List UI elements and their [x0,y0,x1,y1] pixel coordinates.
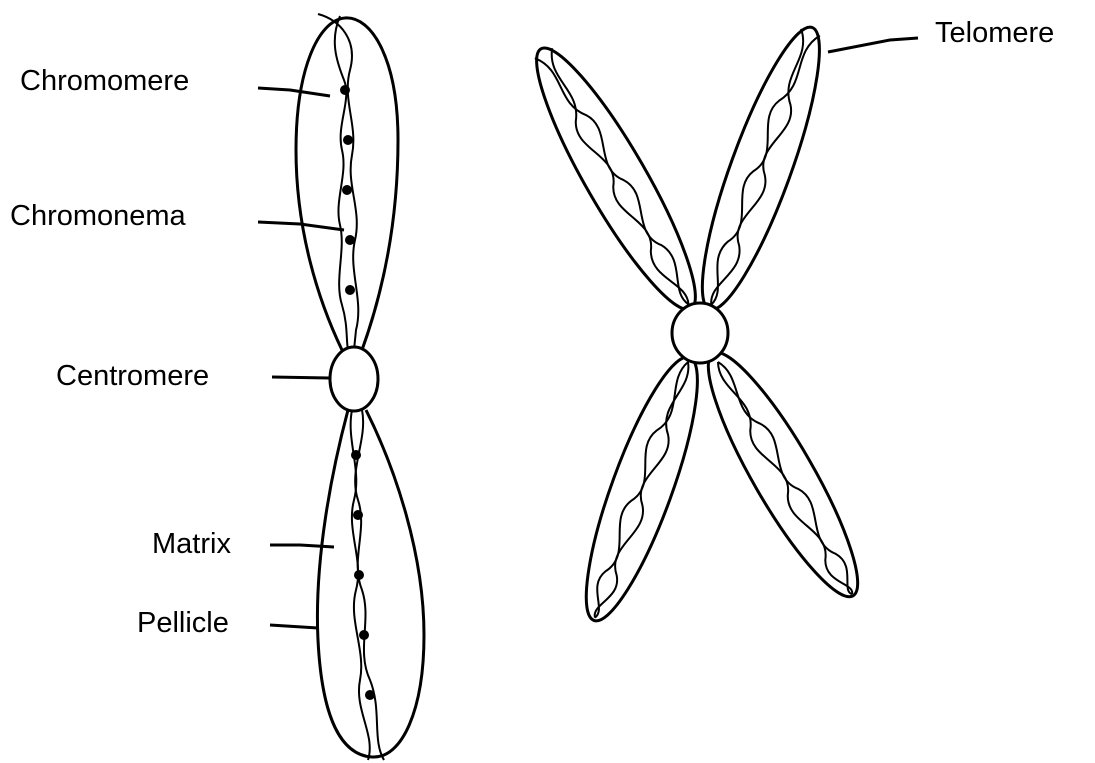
chromomere-dot [359,630,369,640]
chromomere-dot [340,85,350,95]
chromomere-dot [342,185,352,195]
leader-pellicle [270,625,318,628]
right-centromere [672,303,728,363]
label-matrix-text: Matrix [152,528,231,560]
label-pellicle: Pellicle [137,607,318,639]
leader-chromomere [258,88,330,96]
left-centromere [330,347,378,411]
chromomere-dot [365,690,375,700]
chromomere-dot [343,135,353,145]
label-telomere: Telomere [828,17,1054,52]
chromomere-dot [345,285,355,295]
label-chromonema: Chromonema [10,200,344,232]
right-chromosome [515,17,879,630]
chromomere-dot [345,235,355,245]
leader-chromonema [258,222,344,230]
right-lower-right-arm [687,338,879,610]
label-centromere-text: Centromere [56,360,209,392]
label-centromere: Centromere [56,360,329,392]
left-chromosome [296,14,424,760]
right-upper-right-arm [681,17,840,319]
label-chromonema-text: Chromonema [10,200,187,232]
left-upper-arm-pellicle [296,18,398,350]
leader-centromere [272,377,329,378]
left-lower-arm-pellicle [317,410,424,757]
label-matrix: Matrix [152,528,334,560]
label-telomere-text: Telomere [935,17,1054,49]
label-pellicle-text: Pellicle [137,607,229,639]
label-chromomere-text: Chromomere [20,65,189,97]
left-upper-chromonema [318,14,358,350]
leader-matrix [270,545,334,547]
leader-telomere [828,38,918,52]
right-lower-left-arm [566,347,718,631]
label-chromomere: Chromomere [20,65,330,97]
left-lower-chromonema [351,410,384,760]
chromomere-dot [353,510,363,520]
right-upper-left-arm [515,34,717,324]
chromomere-dot [351,450,361,460]
chromomere-dot [354,570,364,580]
